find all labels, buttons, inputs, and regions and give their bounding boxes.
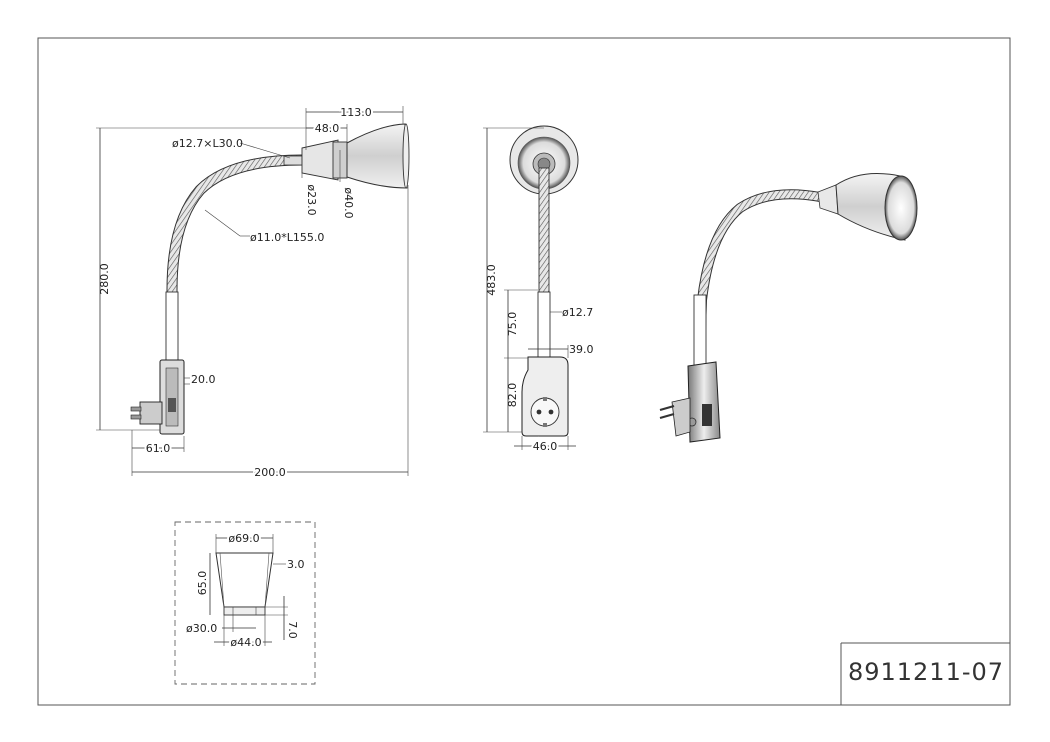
gooseneck-arm xyxy=(167,155,303,360)
dim-base-height-label: 7.0 xyxy=(286,621,299,639)
dim-tube-label: ø12.7×L30.0 xyxy=(172,137,243,150)
dim-shade-height-label: 65.0 xyxy=(196,571,209,596)
shade-detail: ø69.0 3.0 65.0 7.0 ø30.0 ø44.0 xyxy=(174,521,316,685)
dim-base-dia-label: ø44.0 xyxy=(230,636,261,649)
dim-body-height-label: 82.0 xyxy=(506,383,519,408)
dim-total-height-label: 483.0 xyxy=(485,264,498,296)
socket-face xyxy=(530,397,560,427)
dim-overall-width-label: 200.0 xyxy=(254,466,286,479)
detail-frame xyxy=(174,521,316,685)
dim-pipe-dia-label: ø12.7 xyxy=(562,306,593,319)
front-view: 483.0 75.0 82.0 ø12.7 39.0 46.0 xyxy=(483,125,594,455)
shade-section xyxy=(215,552,274,608)
rigid-pipe xyxy=(165,291,179,363)
dim-plug-depth-label: 20.0 xyxy=(191,373,216,386)
part-number: 8911211-07 xyxy=(848,658,1004,686)
side-view: 280.0 200.0 61.0 20.0 113.0 48.0 ø12.7×L… xyxy=(96,104,410,481)
perspective-view xyxy=(659,172,918,443)
dim-top-dia-label: ø69.0 xyxy=(228,532,259,545)
rigid-pipe-front xyxy=(537,291,551,359)
dim-plug-width-label: 61.0 xyxy=(146,442,171,455)
dim-height-label: 280.0 xyxy=(98,263,111,295)
plug-body-3d xyxy=(687,361,721,443)
dim-holder-length-label: 48.0 xyxy=(315,122,340,135)
lamp-shade xyxy=(346,123,408,189)
gooseneck-arm-front xyxy=(538,167,550,294)
dim-hole-dia-label: ø30.0 xyxy=(186,622,217,635)
dim-shade-length-label: 113.0 xyxy=(340,106,372,119)
dim-body-width-label: 46.0 xyxy=(533,440,558,453)
drawing-frame xyxy=(37,37,1011,706)
gooseneck-arm-outline xyxy=(166,154,303,360)
gooseneck-arm-3d xyxy=(696,190,821,361)
dim-shade-dia-label: ø40.0 xyxy=(342,187,355,218)
dim-holder-dia-label: ø23.0 xyxy=(305,184,318,215)
dim-arm-label: ø11.0*L155.0 xyxy=(250,231,324,244)
dim-body-depth-label: 39.0 xyxy=(569,343,594,356)
title-block: 8911211-07 xyxy=(840,642,1010,705)
dim-pipe-length-label: 75.0 xyxy=(506,312,519,337)
tube-fitting xyxy=(283,155,303,166)
dim-wall-label: 3.0 xyxy=(287,558,305,571)
plug-prong-housing xyxy=(139,401,163,425)
